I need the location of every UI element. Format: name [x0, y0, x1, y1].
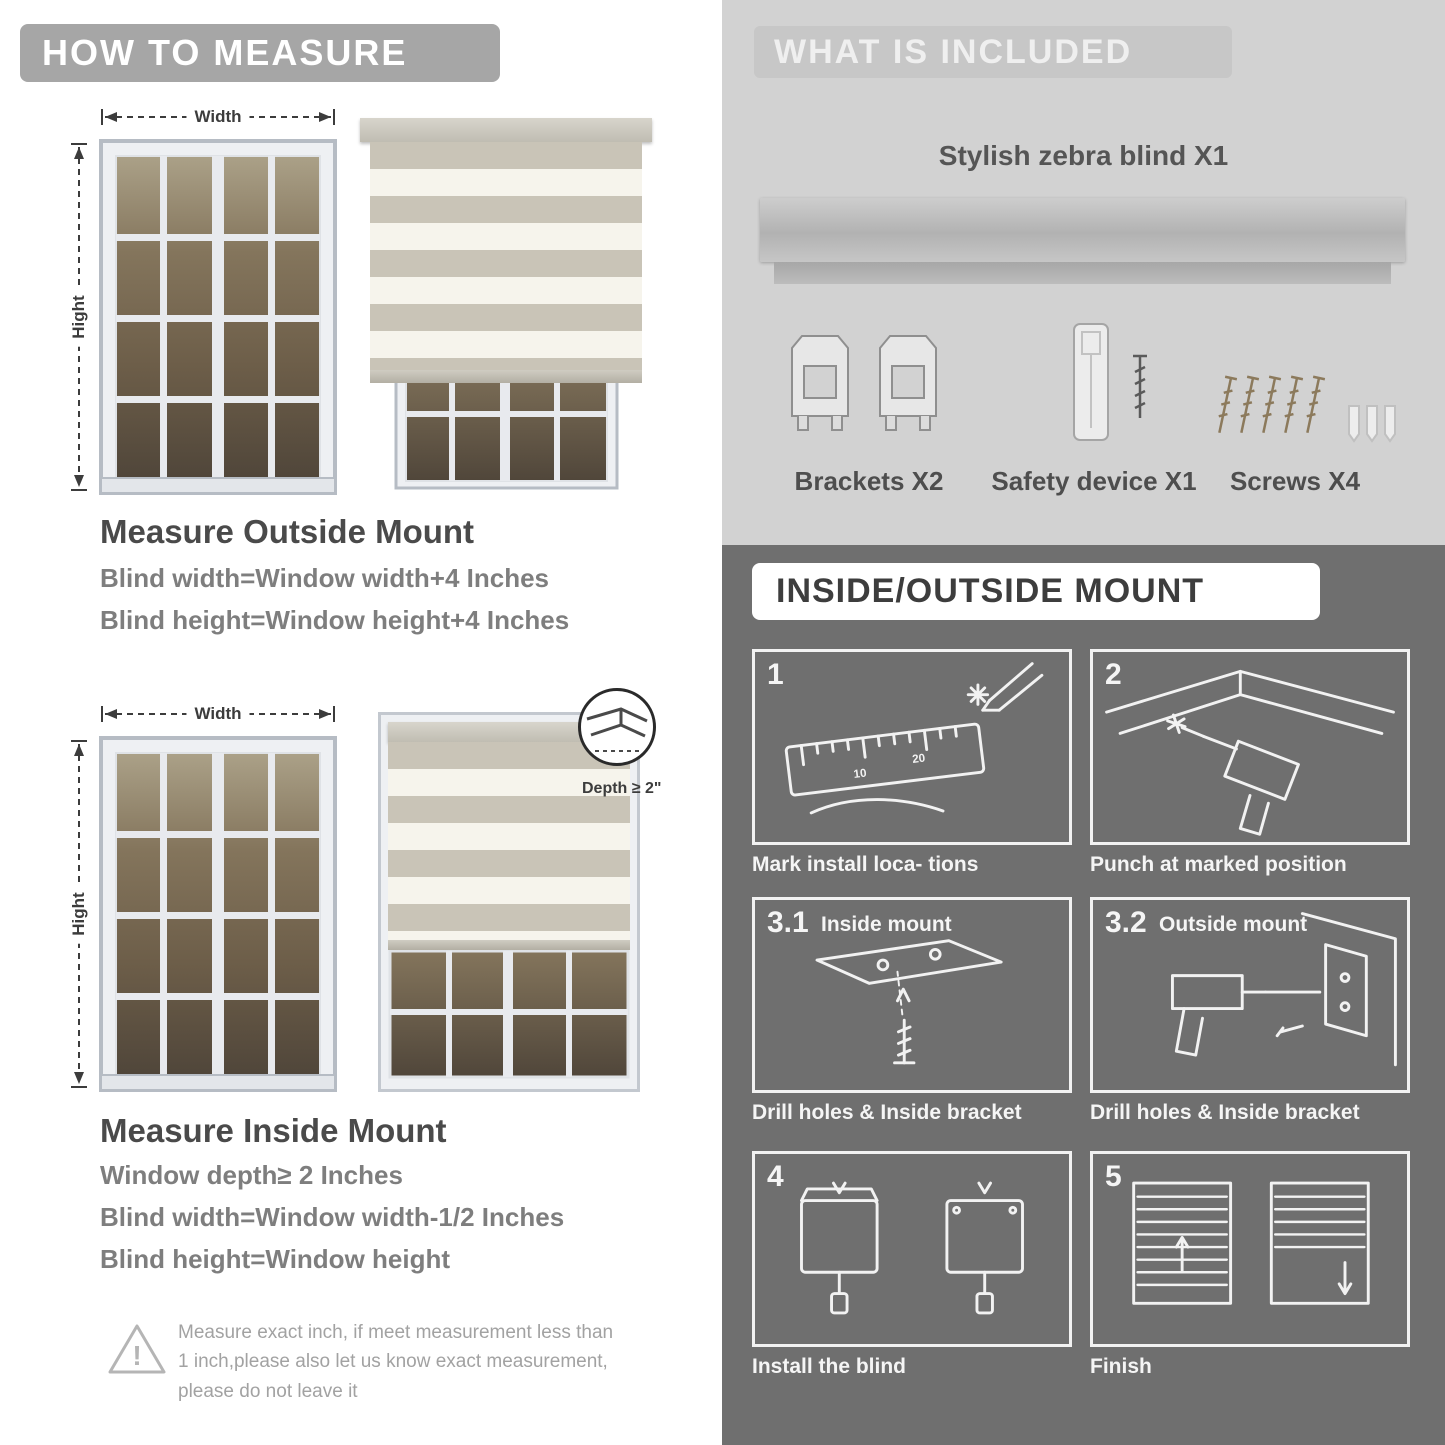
- step-panel-1: 10 20 1: [752, 649, 1072, 845]
- step-panel-5: 5: [1090, 1151, 1410, 1347]
- mount-section: INSIDE/OUTSIDE MOUNT: [722, 545, 1445, 1445]
- step-4-caption: Install the blind: [752, 1355, 907, 1378]
- step-1-caption: Mark install loca- tions: [752, 853, 979, 876]
- blind-illustration-outside: [360, 118, 652, 490]
- window-illustration-inside: [98, 735, 338, 1093]
- step-1-number: 1: [767, 658, 784, 691]
- height-dimension-arrow-2: Hight: [68, 739, 90, 1089]
- step-3-2-caption: Drill holes & Inside bracket: [1090, 1101, 1360, 1124]
- step-panel-3-1: 3.1 Inside mount: [752, 897, 1072, 1093]
- safety-device-graphic: [1052, 318, 1172, 458]
- inside-mount-line3: Blind height=Window height: [100, 1244, 450, 1274]
- blind-bottomrail-2: [388, 940, 630, 950]
- step-panel-4: 4: [752, 1151, 1072, 1347]
- screws-graphic: [1217, 366, 1397, 471]
- step-2-caption: Punch at marked position: [1090, 853, 1347, 876]
- blind-bottomrail: [370, 370, 642, 383]
- mount-title: INSIDE/OUTSIDE MOUNT: [776, 572, 1205, 610]
- height-dimension-arrow: Hight: [68, 142, 90, 492]
- blind-illustration-inside: Depth ≥ 2": [378, 688, 661, 1092]
- step-panel-3-2: 3.2 Outside mount: [1090, 897, 1410, 1093]
- screws-label: Screws X4: [1229, 466, 1361, 496]
- blind-headrail-2: [388, 722, 630, 742]
- window-behind-blind-2: [388, 949, 630, 1079]
- safety-device-label: Safety device X1: [991, 466, 1197, 496]
- step-3-2-sublabel: Outside mount: [1159, 913, 1308, 936]
- step-4-graphic: [800, 1181, 1024, 1315]
- height-label-2: Hight: [69, 884, 89, 944]
- width-label: Width: [186, 107, 250, 127]
- step-3-2-number: 3.2: [1105, 906, 1147, 939]
- outside-mount-line1: Blind width=Window width+4 Inches: [100, 563, 549, 593]
- step-2-graphic: [1105, 669, 1395, 836]
- how-to-measure-title: HOW TO MEASURE: [42, 32, 408, 73]
- what-is-included-banner: WHAT IS INCLUDED: [754, 26, 1232, 78]
- step-5-caption: Finish: [1090, 1355, 1152, 1378]
- window-graphic: [99, 139, 337, 495]
- svg-text:!: !: [132, 1340, 141, 1371]
- step-2-number: 2: [1105, 658, 1122, 691]
- right-panel: WHAT IS INCLUDED Stylish zebra blind X1: [722, 0, 1445, 1445]
- brackets-graphic: [784, 326, 944, 453]
- step-3-1-number: 3.1: [767, 906, 809, 939]
- step-1-graphic: 10 20: [784, 662, 1044, 815]
- how-to-measure-banner: HOW TO MEASURE: [20, 24, 500, 82]
- step-3-1-sublabel: Inside mount: [821, 913, 952, 936]
- inside-mount-line1: Window depth≥ 2 Inches: [100, 1160, 403, 1190]
- step-3-1-caption: Drill holes & Inside bracket: [752, 1101, 1022, 1124]
- step-5-number: 5: [1105, 1160, 1122, 1193]
- step-3-1-graphic: [815, 939, 1003, 1065]
- product-name: Stylish zebra blind X1: [938, 140, 1229, 171]
- step-panel-2: 2: [1090, 649, 1410, 845]
- warning-icon: !: [108, 1324, 166, 1374]
- window-illustration-outside: [98, 138, 338, 496]
- mount-banner: INSIDE/OUTSIDE MOUNT: [752, 563, 1320, 620]
- step-5-graphic: [1132, 1181, 1370, 1305]
- blind-stripes: [370, 142, 642, 370]
- height-label: Hight: [69, 287, 89, 347]
- outside-mount-line2: Blind height=Window height+4 Inches: [100, 605, 570, 635]
- step-4-number: 4: [767, 1160, 784, 1193]
- what-is-included-title: WHAT IS INCLUDED: [774, 32, 1133, 71]
- brackets-label: Brackets X2: [794, 466, 944, 496]
- step-3-2-graphic: [1170, 912, 1397, 1067]
- blind-stripes-2: [388, 742, 630, 940]
- zebra-blind-graphic: [360, 118, 652, 383]
- inside-mount-heading: Measure Inside Mount: [100, 1112, 447, 1149]
- zebra-blind-graphic-2: [388, 722, 630, 950]
- headrail-graphic: [760, 198, 1405, 262]
- headrail-valance-graphic: [774, 262, 1391, 284]
- measure-warning-text: Measure exact inch, if meet measurement …: [178, 1322, 614, 1402]
- width-label-2: Width: [186, 704, 250, 724]
- outside-mount-heading: Measure Outside Mount: [100, 513, 475, 550]
- blind-headrail: [360, 118, 652, 142]
- depth-corner-graphic: [586, 707, 648, 752]
- width-dimension-arrow-2: Width: [100, 703, 336, 725]
- inside-mount-frame: [378, 712, 640, 1092]
- svg-text:20: 20: [912, 752, 926, 766]
- inside-mount-line2: Blind width=Window width-1/2 Inches: [100, 1202, 565, 1232]
- depth-label: Depth ≥ 2": [582, 780, 662, 797]
- svg-text:10: 10: [853, 767, 867, 781]
- depth-detail-circle: [578, 688, 656, 766]
- what-is-included-section: WHAT IS INCLUDED Stylish zebra blind X1: [722, 0, 1445, 545]
- window-graphic-2: [99, 736, 337, 1092]
- width-dimension-arrow: Width: [100, 106, 336, 128]
